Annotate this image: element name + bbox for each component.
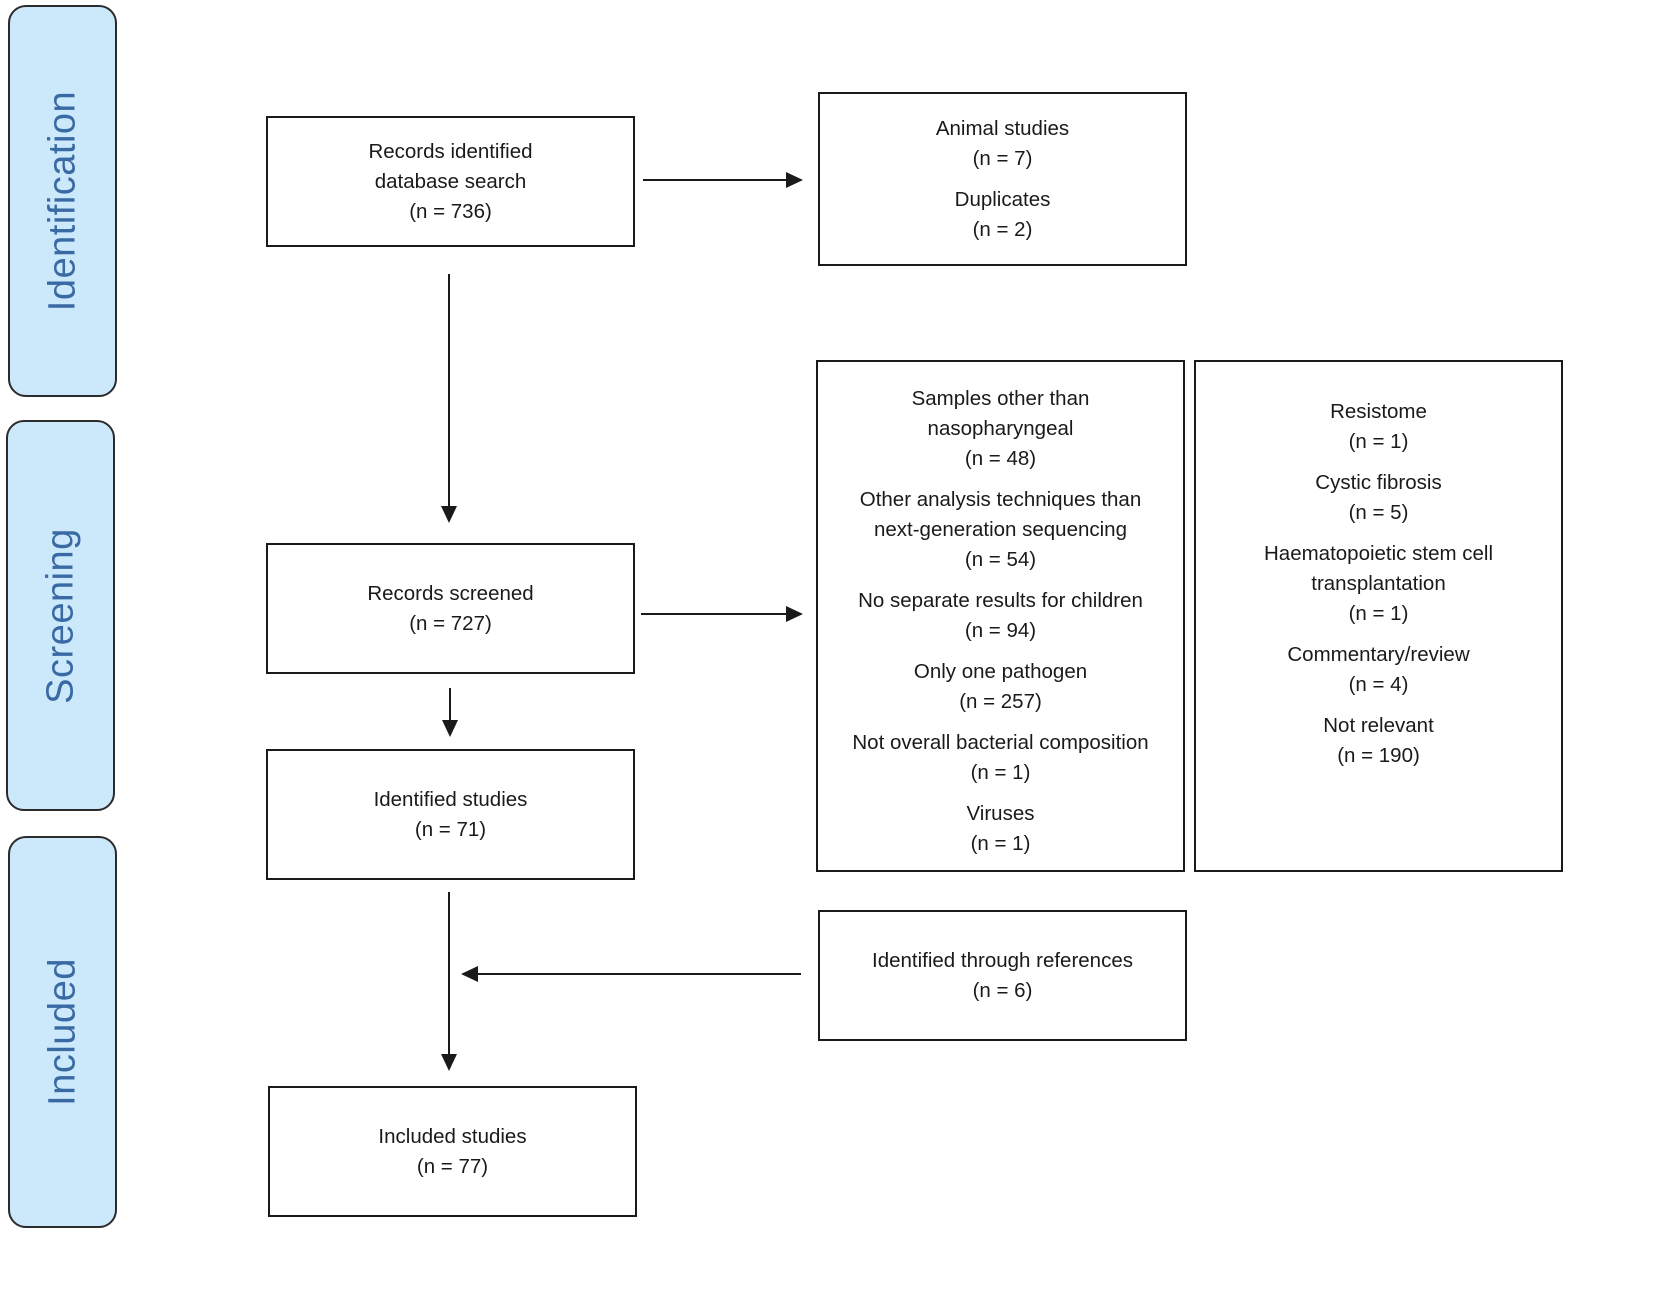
exclusion-item: No separate results for children (n = 94… xyxy=(858,586,1143,646)
included-studies-count: (n = 77) xyxy=(416,1154,489,1178)
records-screened-box: Records screened (n = 727) xyxy=(266,543,635,674)
exclusion-count: (n = 1) xyxy=(970,761,1031,784)
exclusion-label: Samples other than xyxy=(911,387,1090,410)
exclusion-item: Animal studies (n = 7) xyxy=(936,114,1069,174)
arrowhead-screened-to-excluded xyxy=(786,606,803,622)
exclusion-count: (n = 54) xyxy=(964,548,1037,571)
exclusion-item: Resistome (n = 1) xyxy=(1330,397,1427,457)
exclusion-label: next-generation sequencing xyxy=(873,518,1127,541)
phase-screening: Screening xyxy=(6,420,115,811)
records-identified-count: (n = 736) xyxy=(409,199,492,223)
exclusion-label: Only one pathogen xyxy=(913,660,1088,683)
records-screened-label: Records screened xyxy=(367,581,534,605)
exclusion-item: Only one pathogen (n = 257) xyxy=(914,657,1087,717)
excluded-screening-box-2: Resistome (n = 1) Cystic fibrosis (n = 5… xyxy=(1194,360,1563,872)
exclusion-count: (n = 1) xyxy=(1348,602,1409,625)
identified-studies-box: Identified studies (n = 71) xyxy=(266,749,635,880)
exclusion-label: Other analysis techniques than xyxy=(859,488,1142,511)
exclusion-label: Resistome xyxy=(1330,400,1427,423)
exclusion-item: Not relevant (n = 190) xyxy=(1323,711,1434,771)
identified-studies-label: Identified studies xyxy=(373,787,528,811)
exclusion-item: Cystic fibrosis (n = 5) xyxy=(1315,468,1441,528)
exclusion-label: Animal studies xyxy=(935,116,1070,140)
references-box: Identified through references (n = 6) xyxy=(818,910,1187,1041)
exclusion-label: Haematopoietic stem cell xyxy=(1263,542,1493,565)
references-count: (n = 6) xyxy=(972,978,1033,1002)
exclusion-item: Viruses (n = 1) xyxy=(967,799,1035,859)
exclusion-count: (n = 257) xyxy=(959,690,1042,713)
exclusion-label: Duplicates xyxy=(954,187,1051,211)
arrowhead-identified-to-excluded xyxy=(786,172,803,188)
exclusion-label: nasopharyngeal xyxy=(927,417,1074,440)
exclusion-count: (n = 1) xyxy=(1348,430,1409,453)
exclusion-label: transplantation xyxy=(1311,572,1446,595)
exclusion-label: Not overall bacterial composition xyxy=(852,731,1149,754)
exclusion-count: (n = 94) xyxy=(964,619,1037,642)
exclusion-count: (n = 5) xyxy=(1348,501,1409,524)
exclusion-count: (n = 7) xyxy=(972,146,1033,170)
excluded-identification-box: Animal studies (n = 7) Duplicates (n = 2… xyxy=(818,92,1187,266)
exclusion-count: (n = 4) xyxy=(1348,673,1409,696)
exclusion-item: Duplicates (n = 2) xyxy=(955,185,1051,245)
included-studies-box: Included studies (n = 77) xyxy=(268,1086,637,1217)
exclusion-item: Other analysis techniques than next-gene… xyxy=(860,485,1141,575)
arrowhead-identified-studies-to-included xyxy=(441,1054,457,1071)
exclusion-count: (n = 1) xyxy=(970,832,1031,855)
phase-included: Included xyxy=(8,836,117,1228)
arrowhead-identified-to-screened xyxy=(441,506,457,523)
records-identified-line2: database search xyxy=(374,169,527,193)
exclusion-item: Not overall bacterial composition (n = 1… xyxy=(852,728,1148,788)
excluded-screening-box-1: Samples other than nasopharyngeal (n = 4… xyxy=(816,360,1185,872)
exclusion-label: Cystic fibrosis xyxy=(1315,471,1442,494)
records-identified-line1: Records identified xyxy=(368,139,533,163)
exclusion-item: Samples other than nasopharyngeal (n = 4… xyxy=(912,384,1090,474)
exclusion-label: Viruses xyxy=(966,802,1035,825)
exclusion-count: (n = 190) xyxy=(1337,744,1420,767)
arrowhead-screened-to-identified-studies xyxy=(442,720,458,737)
identified-studies-count: (n = 71) xyxy=(414,817,487,841)
included-studies-label: Included studies xyxy=(378,1124,527,1148)
records-identified-box: Records identified database search (n = … xyxy=(266,116,635,247)
phase-identification: Identification xyxy=(8,5,117,397)
exclusion-count: (n = 48) xyxy=(964,447,1037,470)
arrowhead-references-to-flow xyxy=(461,966,478,982)
exclusion-label: No separate results for children xyxy=(858,589,1143,612)
exclusion-count: (n = 2) xyxy=(972,217,1033,241)
exclusion-item: Commentary/review (n = 4) xyxy=(1287,640,1469,700)
references-label: Identified through references xyxy=(872,948,1133,972)
records-screened-count: (n = 727) xyxy=(409,611,492,635)
exclusion-label: Not relevant xyxy=(1323,714,1434,737)
exclusion-item: Haematopoietic stem cell transplantation… xyxy=(1264,539,1493,629)
exclusion-label: Commentary/review xyxy=(1287,643,1470,666)
